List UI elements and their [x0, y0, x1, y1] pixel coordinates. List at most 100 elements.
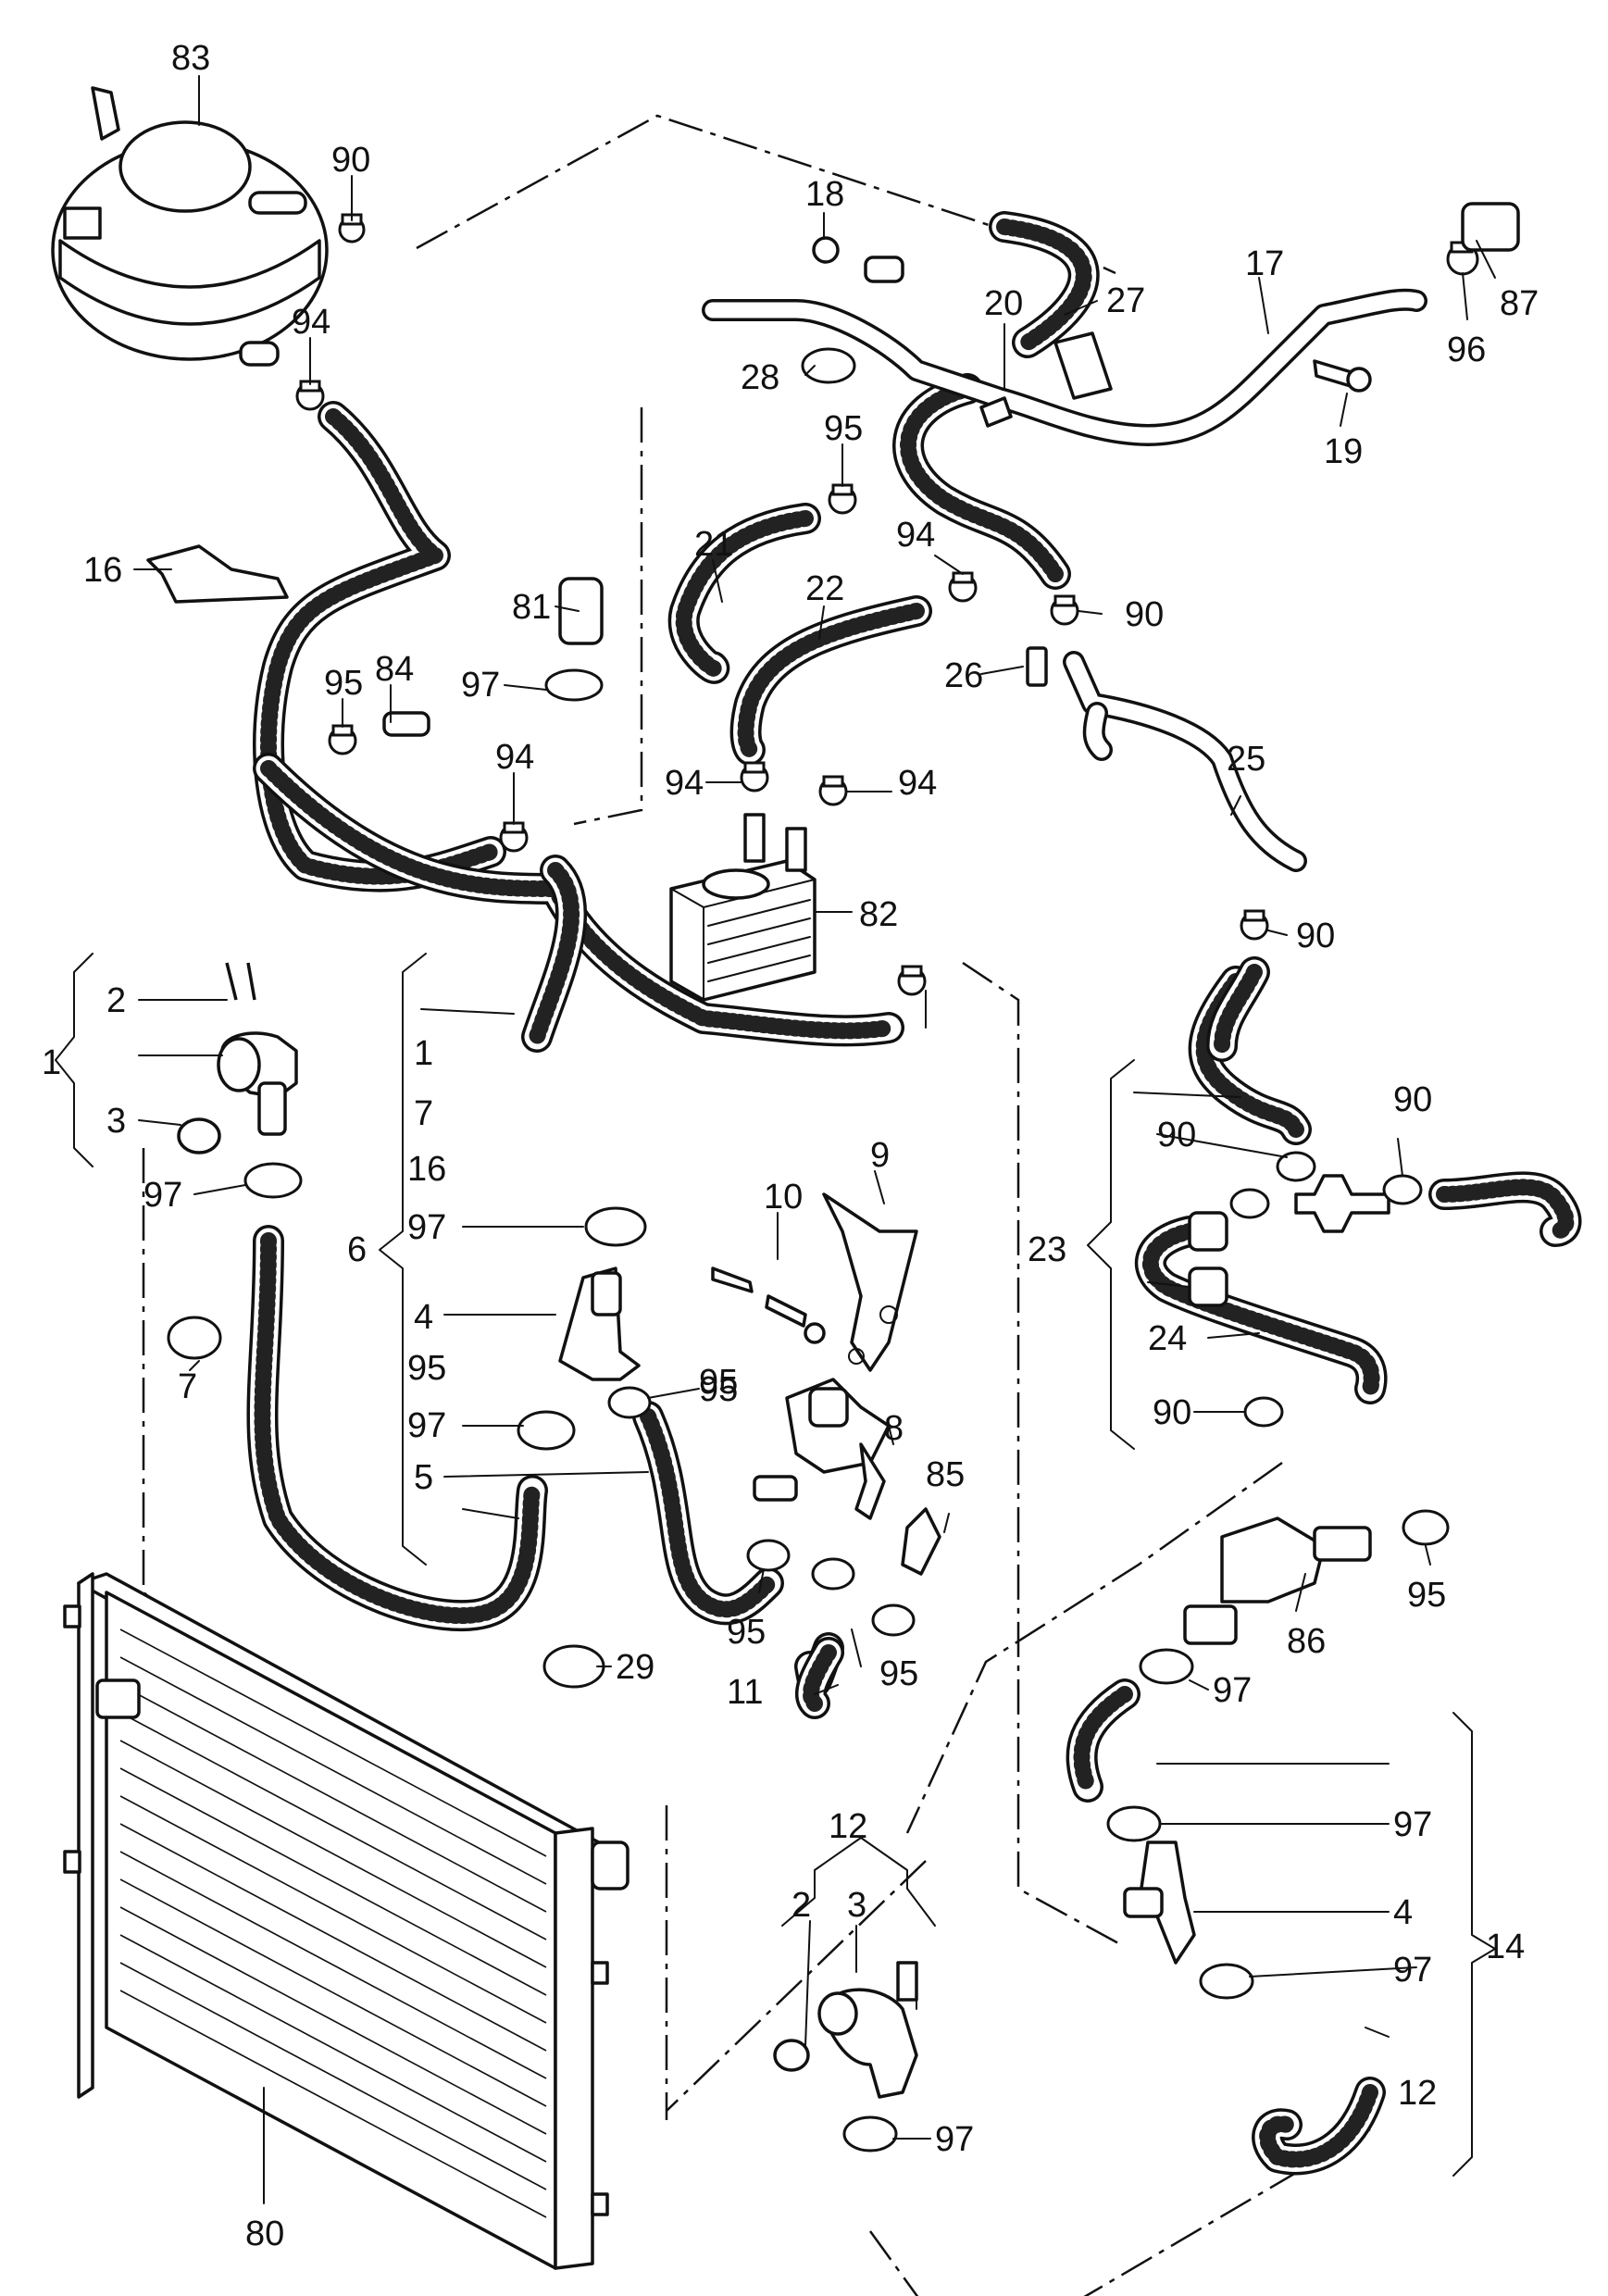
label-5: 5	[414, 1458, 433, 1497]
clamp-95-b	[328, 724, 357, 755]
label-11: 11	[727, 1673, 763, 1712]
clamp-94-e	[818, 775, 848, 806]
label-25: 25	[1227, 740, 1265, 779]
label-90: 90	[1296, 917, 1335, 955]
label-94: 94	[896, 516, 935, 555]
y-piece-4	[558, 1267, 641, 1381]
clamp-90-b	[1050, 594, 1079, 626]
mounting-bracket	[711, 1192, 918, 1372]
label-26: 26	[944, 656, 983, 695]
clamp-95-f	[811, 1557, 855, 1591]
label-94: 94	[292, 303, 330, 342]
label-17: 17	[1245, 244, 1284, 283]
label-95: 95	[324, 664, 363, 703]
hose-85	[901, 1507, 941, 1576]
clamp-95-d	[607, 1386, 652, 1419]
label-16: 16	[83, 551, 122, 590]
connector-12	[817, 1961, 918, 2099]
label-95: 95	[699, 1370, 738, 1409]
label-86: 86	[1287, 1622, 1326, 1661]
clamp-94-a	[295, 380, 325, 411]
label-29: 29	[616, 1648, 654, 1687]
clamp-29	[542, 1644, 605, 1689]
flange-86	[1183, 1516, 1372, 1645]
label-97: 97	[143, 1176, 182, 1215]
clamp-97-g	[1199, 1963, 1254, 2000]
label-12: 12	[1398, 2074, 1437, 2113]
label-81: 81	[512, 588, 551, 627]
sensor-84	[382, 711, 430, 737]
seal-18	[812, 236, 840, 264]
label-24: 24	[1148, 1319, 1187, 1358]
label-95: 95	[699, 1363, 738, 1402]
label-12: 12	[829, 1807, 867, 1846]
clamp-95-e	[746, 1539, 791, 1572]
label-90: 90	[1153, 1393, 1191, 1432]
label-2: 2	[792, 1886, 811, 1925]
label-9: 9	[870, 1136, 890, 1175]
label-82: 82	[859, 895, 898, 934]
label-27: 27	[1106, 281, 1145, 320]
clamp-94-b	[948, 571, 978, 603]
label-83: 83	[171, 39, 210, 78]
hose-connectors	[177, 962, 1390, 2099]
label-97: 97	[935, 2120, 974, 2159]
clamp-95-g	[871, 1603, 916, 1637]
label-20: 20	[984, 284, 1023, 323]
label-97: 97	[1213, 1671, 1252, 1710]
clamp-90-g	[1243, 1396, 1284, 1428]
small-parts	[146, 202, 1520, 1576]
radiator-fins	[119, 1628, 547, 2218]
radiator	[63, 1572, 629, 2270]
label-97: 97	[1393, 1951, 1432, 1990]
clamp-97-c	[584, 1206, 647, 1247]
bracket-20	[1053, 331, 1113, 400]
label-3: 3	[106, 1102, 126, 1141]
label-3: 3	[847, 1886, 866, 1925]
hose-clamps	[167, 213, 1479, 2152]
clamp-94-c	[499, 821, 529, 853]
label-19: 19	[1324, 432, 1363, 471]
coolant-hoses	[246, 211, 1582, 2176]
clamp-90-e	[1229, 1188, 1270, 1219]
label-84: 84	[375, 650, 414, 689]
label-95: 95	[824, 409, 863, 448]
connector-1	[217, 1031, 298, 1136]
y-piece-4b	[1123, 1841, 1196, 1965]
metal-pipes	[702, 288, 1427, 872]
leader-lines	[55, 75, 1496, 2204]
label-14: 14	[1486, 1928, 1525, 1966]
connector-23	[1188, 1174, 1390, 1307]
label-87: 87	[1500, 284, 1539, 323]
auxiliary-pump	[753, 1378, 891, 1520]
label-1: 1	[42, 1043, 61, 1082]
clamp-97-d	[517, 1410, 576, 1451]
label-7: 7	[414, 1094, 433, 1133]
bracket-16	[146, 544, 289, 604]
label-97: 97	[1393, 1805, 1432, 1844]
clamp-94-d	[740, 761, 769, 792]
label-16: 16	[407, 1150, 446, 1189]
expansion-tank	[51, 86, 329, 367]
hose-87	[1461, 202, 1520, 252]
assembly-reference-lines	[142, 114, 1371, 2296]
label-94: 94	[898, 764, 937, 803]
label-90: 90	[331, 141, 370, 180]
label-2: 2	[106, 981, 126, 1020]
clamp-95-c	[897, 965, 927, 996]
label-4: 4	[414, 1298, 433, 1337]
clamp-90-d	[1276, 1151, 1316, 1182]
label-95: 95	[1407, 1576, 1446, 1615]
label-97: 97	[407, 1406, 446, 1445]
label-94: 94	[665, 764, 704, 803]
bolt-26	[1026, 646, 1048, 687]
oil-cooler	[669, 813, 816, 1002]
label-18: 18	[805, 175, 844, 214]
clamp-97-f	[1106, 1805, 1162, 1842]
clamp-97-h	[842, 2115, 898, 2152]
label-23: 23	[1028, 1230, 1066, 1269]
label-22: 22	[805, 569, 844, 608]
label-85: 85	[926, 1455, 965, 1494]
clamp-90-f	[1382, 1174, 1423, 1205]
